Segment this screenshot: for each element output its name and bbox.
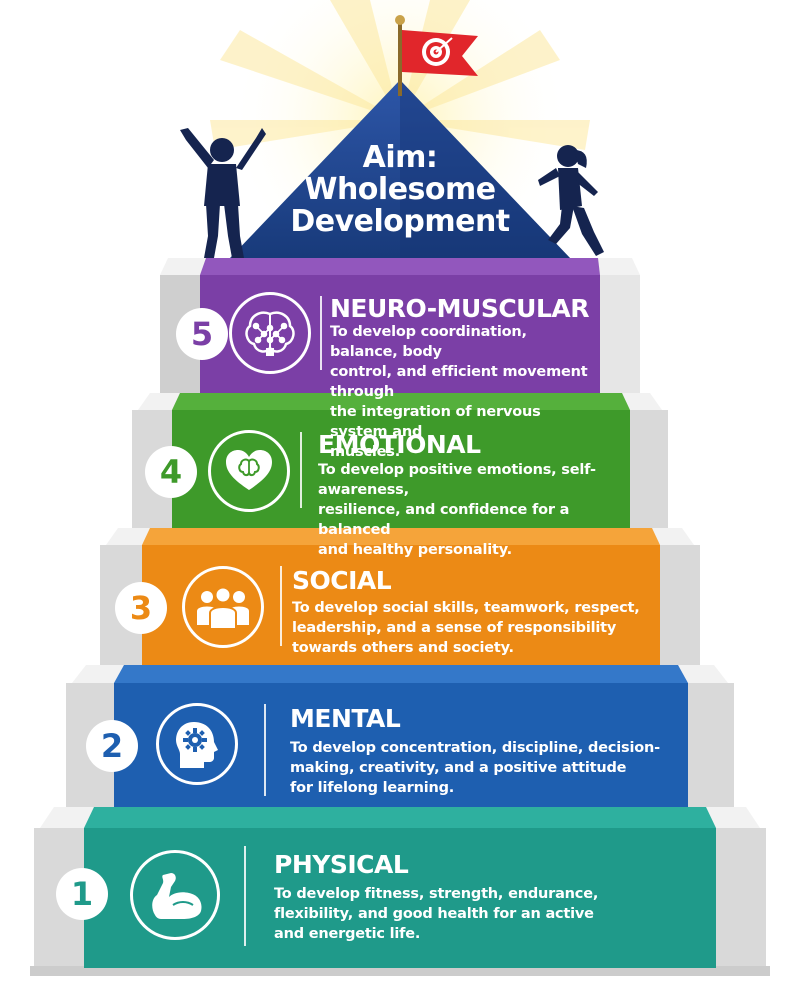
aim-title-line-3: Development [290, 204, 510, 239]
step-number-3: 3 [115, 582, 167, 634]
sun-rays [210, 0, 590, 150]
step-number-5: 5 [176, 308, 228, 360]
people-group-icon [182, 566, 264, 648]
flag-icon [395, 15, 478, 96]
aim-pyramid [230, 80, 570, 258]
step-heading-social: SOCIAL [292, 566, 392, 595]
step-number-1: 1 [56, 868, 108, 920]
flexed-arm-icon [130, 850, 220, 940]
head-gear-icon [156, 703, 238, 785]
aim-title-line-1: Aim: [362, 140, 438, 175]
aim-title-line-2: Wholesome [304, 172, 496, 207]
step-number-4: 4 [145, 446, 197, 498]
running-girl-icon [538, 145, 604, 256]
step-heading-neuro-muscular: NEURO-MUSCULAR [330, 294, 590, 323]
step-description-physical: To develop fitness, strength, endurance,… [274, 886, 599, 942]
celebrating-boy-icon [180, 128, 266, 258]
step-heading-physical: PHYSICAL [274, 850, 409, 879]
step-heading-mental: MENTAL [290, 704, 401, 733]
step-description-mental: To develop concentration, discipline, de… [290, 740, 660, 796]
step-description-social: To develop social skills, teamwork, resp… [292, 600, 640, 656]
step-heading-emotional: EMOTIONAL [318, 430, 481, 459]
target-icon [422, 37, 453, 66]
brain-network-icon [229, 292, 311, 374]
heart-brain-icon [208, 430, 290, 512]
step-number-2: 2 [86, 720, 138, 772]
step-description-emotional: To develop positive emotions, self-aware… [318, 462, 596, 558]
